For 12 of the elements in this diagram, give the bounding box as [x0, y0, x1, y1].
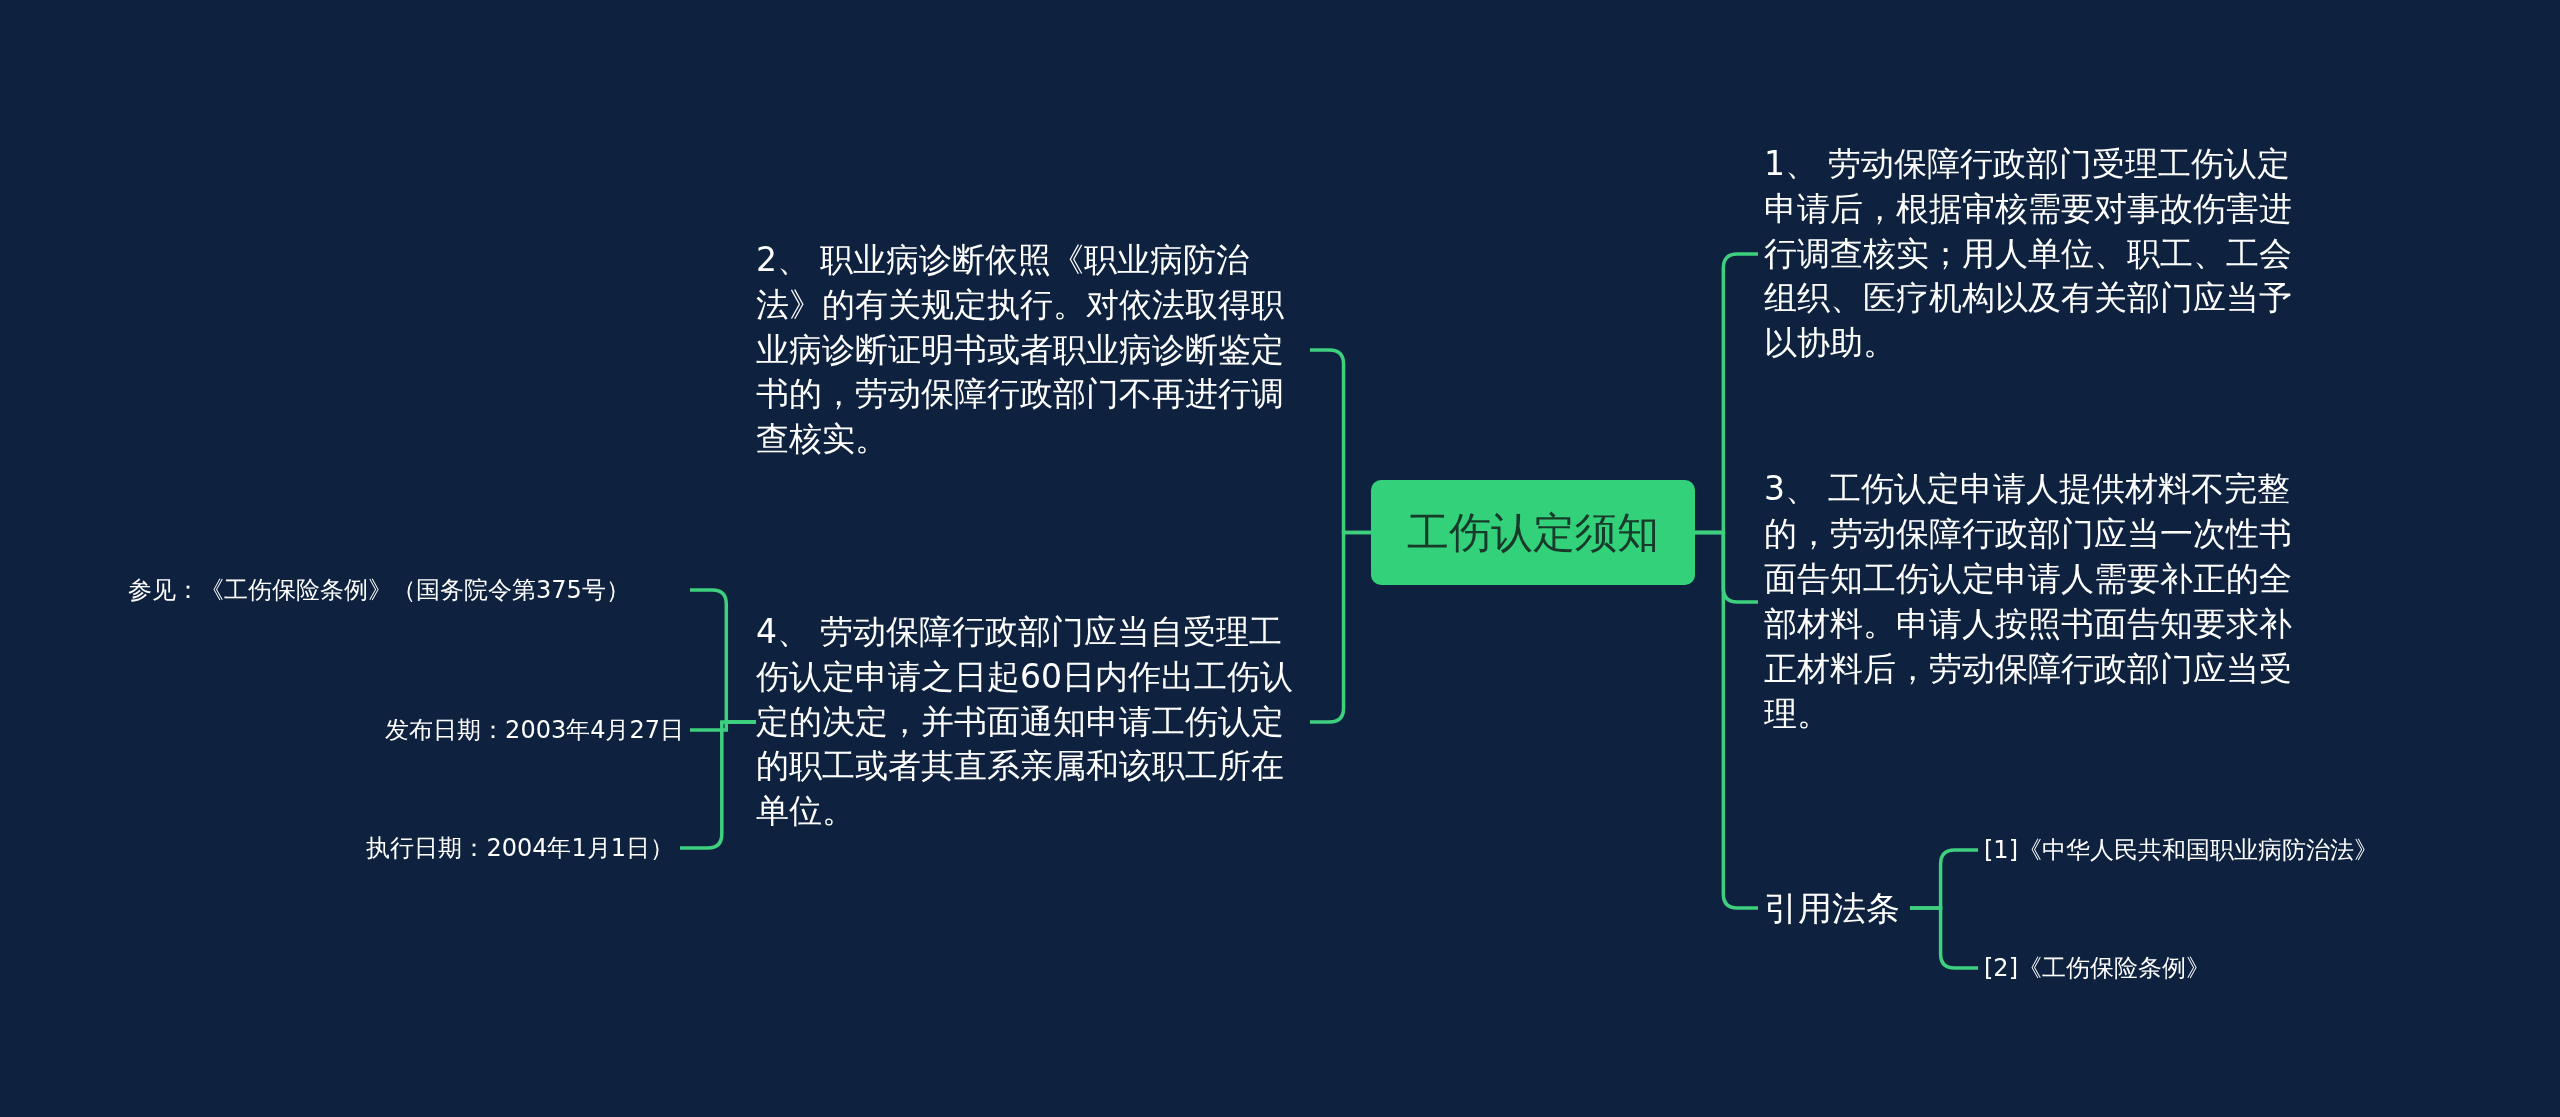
topic-text: [2]《工伤保险条例》 [1984, 948, 2284, 988]
topic-text: [1]《中华人民共和国职业病防治法》 [1984, 830, 2454, 870]
connector-line [680, 720, 756, 850]
topic-text: 4、 劳动保障行政部门应当自受理工伤认定申请之日起60日内作出工伤认定的决定，并书面通知申请工伤认定的职工或者其直系亲属和该职工所在单位。 [756, 600, 1304, 844]
topic-text: 参见：《工伤保险条例》（国务院令第375号） [128, 552, 684, 628]
topic-text: 引用法条 [1764, 884, 1910, 932]
topic-text: 1、 劳动保障行政部门受理工伤认定申请后，根据审核需要对事故伤害进行调查核实；用人单位、职工、工会组织、医疗机构以及有关部门应当予以协助。 [1764, 132, 2312, 376]
topic-text: 执行日期：2004年1月1日） [290, 828, 674, 868]
topic-text: 2、 职业病诊断依照《职业病防治法》的有关规定执行。对依法取得职业病诊断证明书或者职业病诊断鉴定书的，劳动保障行政部门不再进行调查核实。 [756, 228, 1304, 472]
central-topic-box: 工伤认定须知 [1371, 480, 1695, 585]
topic-text: 3、 工伤认定申请人提供材料不完整的，劳动保障行政部门应当一次性书面告知工伤认定申请人需要补正的全部材料。申请人按照书面告知要求补正材料后，劳动保障行政部门应当受理。 [1764, 456, 2312, 748]
topic-text: 发布日期：2003年4月27日 [300, 710, 684, 750]
